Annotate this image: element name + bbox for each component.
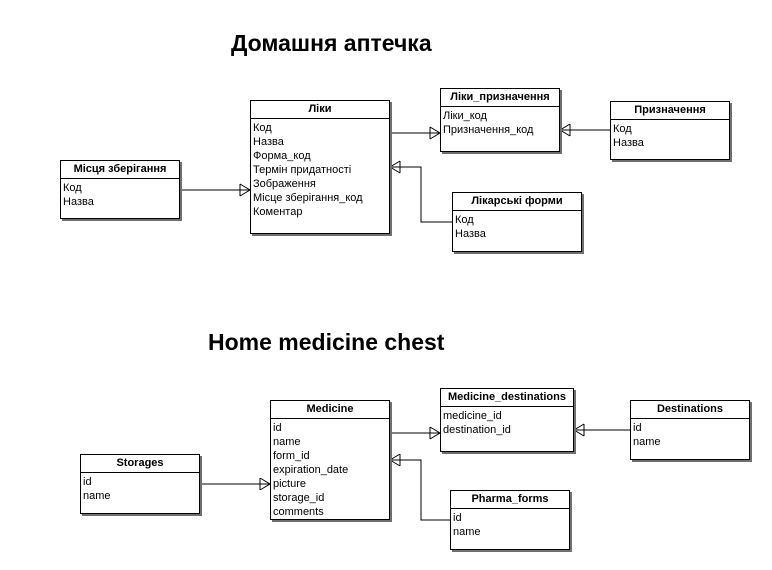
entity-field: name xyxy=(83,490,111,502)
diagram-title-english: Home medicine chest xyxy=(208,329,445,355)
relationship-destinations-medicine-destinations xyxy=(573,423,630,437)
entity-field: Форма_код xyxy=(253,150,311,162)
entity-field: form_id xyxy=(273,450,310,462)
entity-field: storage_id xyxy=(273,492,325,504)
entity-field: Назва xyxy=(253,136,284,148)
entity-field: name xyxy=(453,526,481,538)
entity-field: Ліки_код xyxy=(443,110,487,122)
entity-header: Destinations xyxy=(631,401,749,419)
entity-field: Коментар xyxy=(253,206,303,218)
entity-header: Pharma_forms xyxy=(451,491,569,509)
entity-field: Код xyxy=(63,182,82,194)
entity-destinations[interactable]: Destinations id name xyxy=(630,400,750,460)
entity-field: Місце зберігання_код xyxy=(253,192,363,204)
relationship-pryznachennia-liky-pryznachennia xyxy=(559,123,610,137)
entity-field: Назва xyxy=(613,137,644,149)
entity-field: Код xyxy=(455,214,474,226)
entity-mistsia-zberihannia[interactable]: Місця зберігання Код Назва xyxy=(60,160,180,219)
entity-field: picture xyxy=(273,478,307,490)
relationship-formy-liky xyxy=(389,160,452,223)
entity-liky-pryznachennia[interactable]: Ліки_призначення Ліки_код Призначення_ко… xyxy=(440,88,560,152)
relationship-storages-medicine xyxy=(200,477,271,491)
entity-field: name xyxy=(273,436,301,448)
relationship-medicine-medicine-destinations xyxy=(390,426,441,440)
entity-header: Ліки_призначення xyxy=(441,89,559,107)
entity-field: comments xyxy=(273,506,324,518)
entity-header: Medicine_destinations xyxy=(441,389,573,407)
entity-field: id xyxy=(273,422,282,434)
entity-header: Storages xyxy=(81,455,199,473)
entity-field: id xyxy=(633,422,642,434)
entity-field: destination_id xyxy=(443,424,511,436)
entity-field: expiration_date xyxy=(273,464,349,476)
diagram-title-ukrainian: Домашня аптечка xyxy=(231,30,432,56)
entity-field: medicine_id xyxy=(443,410,502,422)
entity-pharma-forms[interactable]: Pharma_forms id name xyxy=(450,490,570,550)
entity-field: Термін придатності xyxy=(253,164,352,176)
entity-liky[interactable]: Ліки Код Назва Форма_код Термін придатно… xyxy=(250,100,390,234)
entity-field: name xyxy=(633,436,661,448)
relationship-pharma-forms-medicine xyxy=(389,453,450,521)
entity-header: Ліки xyxy=(251,101,389,119)
entity-field: Зображення xyxy=(253,178,316,190)
entity-header: Місця зберігання xyxy=(61,161,179,179)
entity-header: Призначення xyxy=(611,102,729,120)
relationship-liky-liky-pryznachennia xyxy=(390,126,441,140)
entity-likarski-formy[interactable]: Лікарські форми Код Назва xyxy=(452,192,582,252)
entity-header: Medicine xyxy=(271,401,389,419)
entity-medicine-destinations[interactable]: Medicine_destinations medicine_id destin… xyxy=(440,388,574,452)
entity-field: Назва xyxy=(455,228,486,240)
entity-pryznachennia[interactable]: Призначення Код Назва xyxy=(610,101,730,160)
entity-field: id xyxy=(453,512,462,524)
entity-field: Код xyxy=(613,123,632,135)
entity-header: Лікарські форми xyxy=(453,193,581,211)
relationship-mistsia-liky xyxy=(180,183,251,197)
entity-storages[interactable]: Storages id name xyxy=(80,454,200,514)
entity-medicine[interactable]: Medicine id name form_id expiration_date… xyxy=(270,400,390,520)
entity-field: id xyxy=(83,476,92,488)
entity-field: Назва xyxy=(63,196,94,208)
entity-field: Код xyxy=(253,122,272,134)
entity-field: Призначення_код xyxy=(443,124,534,136)
